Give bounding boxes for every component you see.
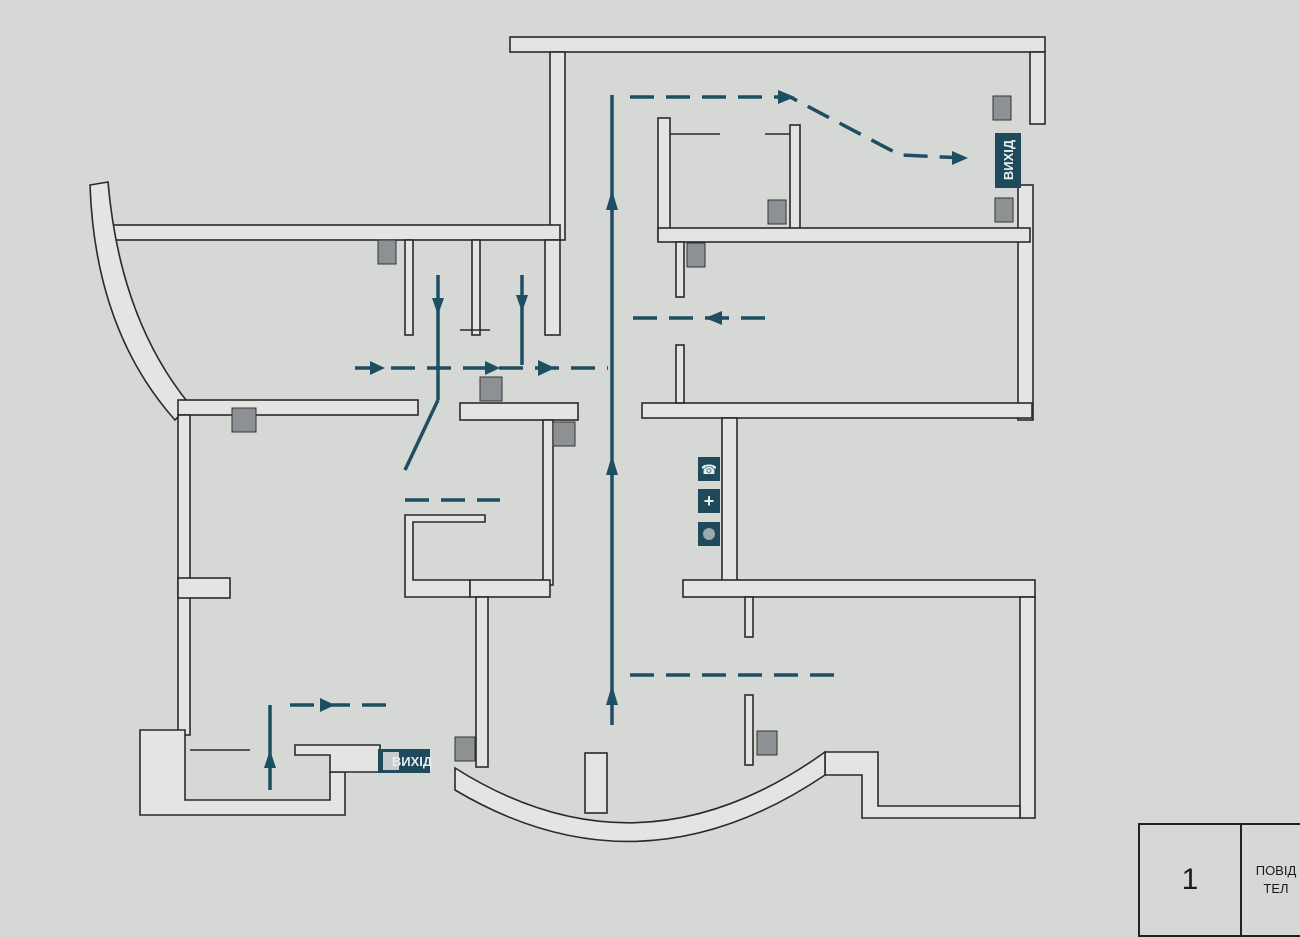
fire-extinguisher-icon xyxy=(767,199,787,225)
exit-sign xyxy=(995,133,1021,188)
wall xyxy=(549,51,566,241)
first-aid-icon xyxy=(698,489,720,513)
wall xyxy=(789,124,801,236)
arrow-left-icon xyxy=(705,311,722,325)
wall xyxy=(1017,184,1034,421)
fire-extinguisher-icon xyxy=(756,730,778,756)
wall xyxy=(109,224,561,241)
fire-extinguisher-icon xyxy=(552,421,576,447)
plus-glyph: + xyxy=(704,491,715,511)
wall xyxy=(675,241,685,298)
route xyxy=(403,399,440,471)
exit-sign-top: ВИХІД xyxy=(995,133,1021,188)
wall xyxy=(509,36,1046,53)
wall xyxy=(1029,51,1046,125)
exit-door-icon xyxy=(383,752,399,770)
wall xyxy=(682,579,1036,598)
evacuation-routes xyxy=(264,90,968,790)
wall xyxy=(459,402,579,421)
arrow-right-icon xyxy=(320,698,335,712)
fire-extinguisher-icon xyxy=(992,95,1012,121)
wall xyxy=(139,729,346,816)
safety-equipment: ☎ + xyxy=(231,95,1014,762)
wall xyxy=(177,414,191,736)
wall xyxy=(641,402,1033,419)
fire-extinguisher-icon xyxy=(479,376,503,402)
wall xyxy=(824,751,1021,819)
wall xyxy=(544,239,561,336)
arrow-down-icon xyxy=(432,298,444,315)
legend-table: 1 ПОВІД ТЕЛ xyxy=(1138,823,1300,937)
wall xyxy=(469,579,551,598)
curved-wall xyxy=(89,181,192,422)
exit-sign-bottom: ВИХІД xyxy=(378,749,433,773)
wall xyxy=(1019,596,1036,819)
exit-sign-label: ВИХІД xyxy=(1001,139,1016,180)
wall xyxy=(177,577,231,599)
exit-sign-label: ВИХІД xyxy=(392,754,433,769)
fire-extinguisher-icon xyxy=(454,736,476,762)
phone-glyph: ☎ xyxy=(701,462,717,477)
wall xyxy=(404,239,414,336)
wall xyxy=(657,227,1031,243)
fire-extinguisher-icon xyxy=(994,197,1014,223)
legend-description: ПОВІД ТЕЛ xyxy=(1242,825,1300,935)
arrow-up-icon xyxy=(606,455,618,475)
arrow-up-icon xyxy=(606,190,618,210)
legend-line: ПОВІД xyxy=(1255,862,1297,878)
wall xyxy=(475,596,489,768)
wall xyxy=(675,344,685,404)
curved-wall xyxy=(454,750,826,843)
wall xyxy=(584,752,608,814)
wall xyxy=(657,117,671,241)
wall xyxy=(744,694,754,766)
wall xyxy=(404,514,486,598)
wall xyxy=(294,744,381,773)
arrow-right-icon xyxy=(485,361,500,375)
route-to-exit xyxy=(630,95,966,160)
arrow-right-icon xyxy=(370,361,385,375)
arrow-down-icon xyxy=(516,295,528,312)
wall xyxy=(542,419,554,586)
wall xyxy=(177,399,419,416)
wall xyxy=(744,596,754,638)
walls xyxy=(89,36,1046,843)
wall xyxy=(471,239,481,336)
legend-line: ТЕЛ xyxy=(1263,881,1289,896)
wall xyxy=(721,417,738,589)
fire-extinguisher-icon xyxy=(231,407,257,433)
alarm-glyph xyxy=(703,528,715,540)
legend-number: 1 xyxy=(1140,825,1242,935)
arrow-up-icon xyxy=(264,750,276,768)
arrow-right-icon xyxy=(952,151,968,165)
fire-extinguisher-icon xyxy=(686,242,706,268)
phone-icon xyxy=(698,457,720,481)
arrow-right-icon xyxy=(778,90,795,104)
arrow-up-icon xyxy=(606,685,618,705)
fire-extinguisher-icon xyxy=(377,239,397,265)
arrow-right-icon xyxy=(538,360,555,376)
